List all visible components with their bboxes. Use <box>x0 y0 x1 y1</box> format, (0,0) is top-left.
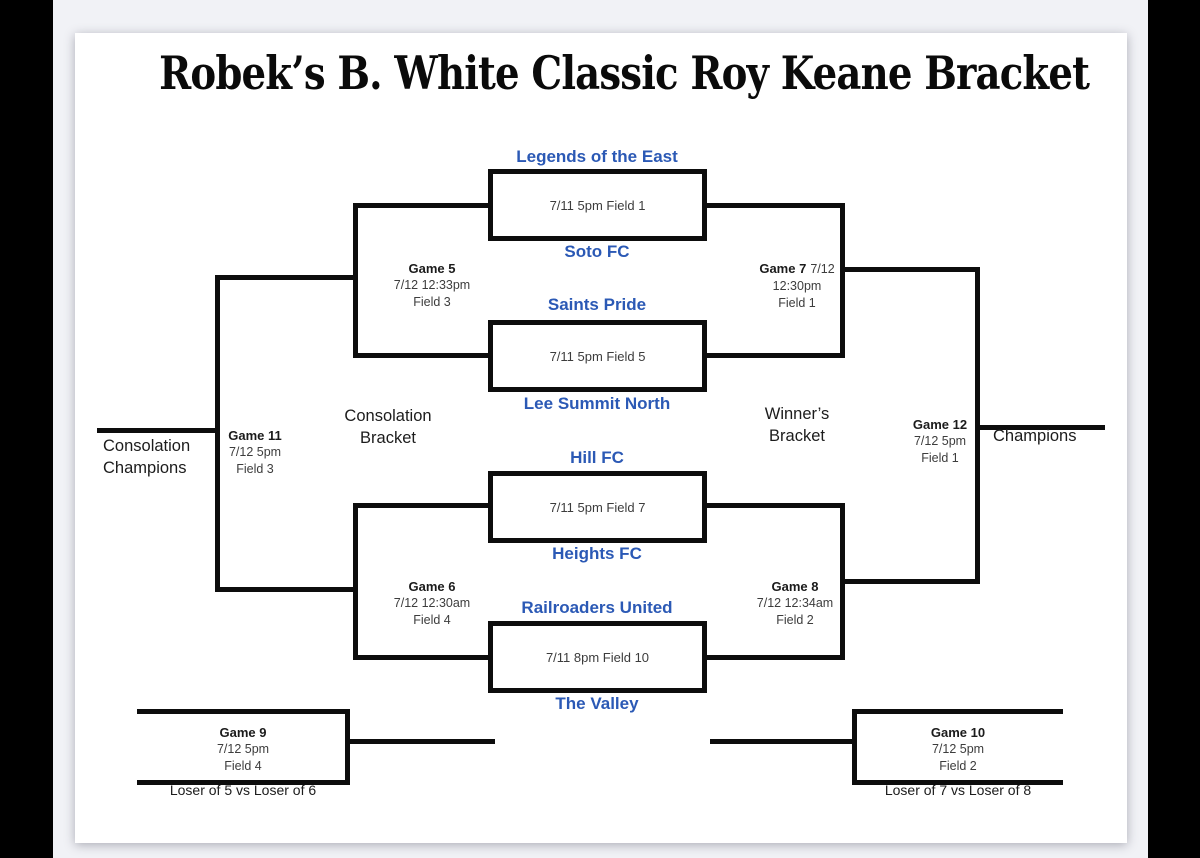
game6-datetime: 7/12 12:30am <box>393 596 471 610</box>
game5-arm-top-line <box>355 203 490 208</box>
game8-field: Field 2 <box>776 613 814 627</box>
game10-field: Field 2 <box>939 759 977 773</box>
match-box-3: 7/11 5pm Field 7 <box>488 471 707 543</box>
game10-top-edge <box>852 709 1063 714</box>
letterbox-bar-right <box>1148 0 1200 858</box>
game5-name: Game 5 <box>408 261 456 276</box>
game11-label: Game 11 7/12 5pm Field 3 <box>180 427 330 478</box>
team-hill-fc: Hill FC <box>570 448 624 467</box>
game10-in-line <box>710 739 855 744</box>
game5-arm-bottom-line <box>355 353 490 358</box>
game5-field: Field 3 <box>413 295 451 309</box>
match-1-detail: 7/11 5pm Field 1 <box>549 197 646 213</box>
game9-name: Game 9 <box>219 725 267 740</box>
game8-name: Game 8 <box>771 579 819 594</box>
game6-label: Game 6 7/12 12:30am Field 4 <box>357 578 507 629</box>
game5-label: Game 5 7/12 12:33pm Field 3 <box>357 260 507 311</box>
bracket-title: Robek’s B. White Classic Roy Keane Brack… <box>159 46 1090 100</box>
loser-of-7-vs-8-note: Loser of 7 vs Loser of 8 <box>884 782 1032 798</box>
game5-winner-line <box>217 275 357 280</box>
game11-vertical-line <box>215 275 220 592</box>
game12-vertical-line <box>975 267 980 584</box>
game6-field: Field 4 <box>413 613 451 627</box>
game7-date: 7/12 <box>810 262 835 276</box>
bracket-sheet: Robek’s B. White Classic Roy Keane Brack… <box>75 33 1127 843</box>
champion-line <box>978 425 1105 430</box>
team-heights-fc: Heights FC <box>552 544 642 563</box>
game10-datetime: 7/12 5pm <box>931 742 985 756</box>
game7-vertical-line <box>840 203 845 358</box>
game10-name: Game 10 <box>930 725 986 740</box>
team-railroaders-united: Railroaders United <box>521 598 673 617</box>
game9-winner-line <box>348 739 495 744</box>
match-box-4: 7/11 8pm Field 10 <box>488 621 707 693</box>
game10-label: Game 10 7/12 5pm Field 2 <box>883 724 1033 775</box>
team-saints-pride: Saints Pride <box>547 295 647 314</box>
game7-winner-line <box>843 267 980 272</box>
winners-bracket-label: Winner’s Bracket <box>764 405 830 445</box>
match-3-detail: 7/11 5pm Field 7 <box>549 499 646 515</box>
game6-name: Game 6 <box>408 579 456 594</box>
game9-label: Game 9 7/12 5pm Field 4 <box>168 724 318 775</box>
game9-top-edge <box>137 709 350 714</box>
consolation-champion-line <box>97 428 219 433</box>
game10-left-vertical <box>852 709 857 785</box>
game5-datetime: 7/12 12:33pm <box>393 278 471 292</box>
consolation-bracket-label: Consolation Bracket <box>344 407 432 447</box>
loser-of-5-vs-6-note: Loser of 5 vs Loser of 6 <box>169 782 317 798</box>
game9-bottom-edge <box>137 780 350 785</box>
game5-vertical-line <box>353 203 358 358</box>
team-soto-fc: Soto FC <box>564 242 630 261</box>
game8-label: Game 8 7/12 12:34am Field 2 <box>720 578 870 629</box>
letterbox-bar-left <box>0 0 53 858</box>
game9-right-vertical <box>345 709 350 785</box>
game12-datetime: 7/12 5pm <box>913 434 967 448</box>
team-legends-of-the-east: Legends of the East <box>516 147 678 166</box>
game7-arm-bottom-line <box>707 353 843 358</box>
game8-datetime: 7/12 12:34am <box>756 596 834 610</box>
game12-field: Field 1 <box>921 451 959 465</box>
match-box-2: 7/11 5pm Field 5 <box>488 320 707 392</box>
game8-winner-line <box>843 579 980 584</box>
game11-field: Field 3 <box>236 462 274 476</box>
consolation-champions-label: Consolation Champions <box>103 437 191 477</box>
game12-name: Game 12 <box>912 417 968 432</box>
game7-field: Field 1 <box>778 296 816 310</box>
match-box-1: 7/11 5pm Field 1 <box>488 169 707 241</box>
game11-datetime: 7/12 5pm <box>228 445 282 459</box>
champions-label: Champions <box>993 427 1077 445</box>
game6-arm-top-line <box>355 503 490 508</box>
game6-vertical-line <box>353 503 358 660</box>
game8-vertical-line <box>840 503 845 660</box>
game9-field: Field 4 <box>224 759 262 773</box>
match-2-detail: 7/11 5pm Field 5 <box>549 348 646 364</box>
game7-time: 12:30pm <box>772 279 822 293</box>
game7-arm-top-line <box>707 203 843 208</box>
game8-arm-bottom-line <box>707 655 843 660</box>
game7-name: Game 7 <box>759 261 807 276</box>
game11-name: Game 11 <box>228 428 282 443</box>
game9-datetime: 7/12 5pm <box>216 742 270 756</box>
team-the-valley: The Valley <box>555 694 639 713</box>
match-4-detail: 7/11 8pm Field 10 <box>545 649 650 665</box>
game10-bottom-edge <box>852 780 1063 785</box>
team-lee-summit-north: Lee Summit North <box>523 394 671 413</box>
game6-arm-bottom-line <box>355 655 490 660</box>
game6-winner-line <box>217 587 357 592</box>
game12-label: Game 12 7/12 5pm Field 1 <box>865 416 1015 467</box>
game8-arm-top-line <box>707 503 843 508</box>
